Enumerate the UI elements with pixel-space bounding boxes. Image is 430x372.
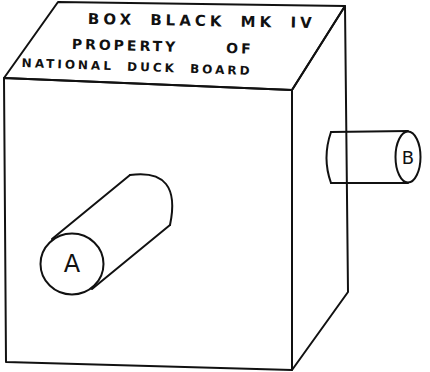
port-letter: A bbox=[39, 232, 105, 296]
cylinder-end: A bbox=[39, 232, 105, 296]
right-face bbox=[292, 6, 348, 370]
lid-lettering: NATIONAL DUCK BOARD bbox=[22, 56, 253, 78]
port-letter: B bbox=[394, 130, 422, 184]
top-face bbox=[4, 2, 345, 90]
front-face bbox=[4, 78, 292, 370]
lid-lettering: PROPERTY OF bbox=[72, 36, 254, 57]
cylinder-end: B bbox=[394, 130, 422, 184]
lid-lettering: BOX BLACK MK IV bbox=[88, 10, 316, 32]
